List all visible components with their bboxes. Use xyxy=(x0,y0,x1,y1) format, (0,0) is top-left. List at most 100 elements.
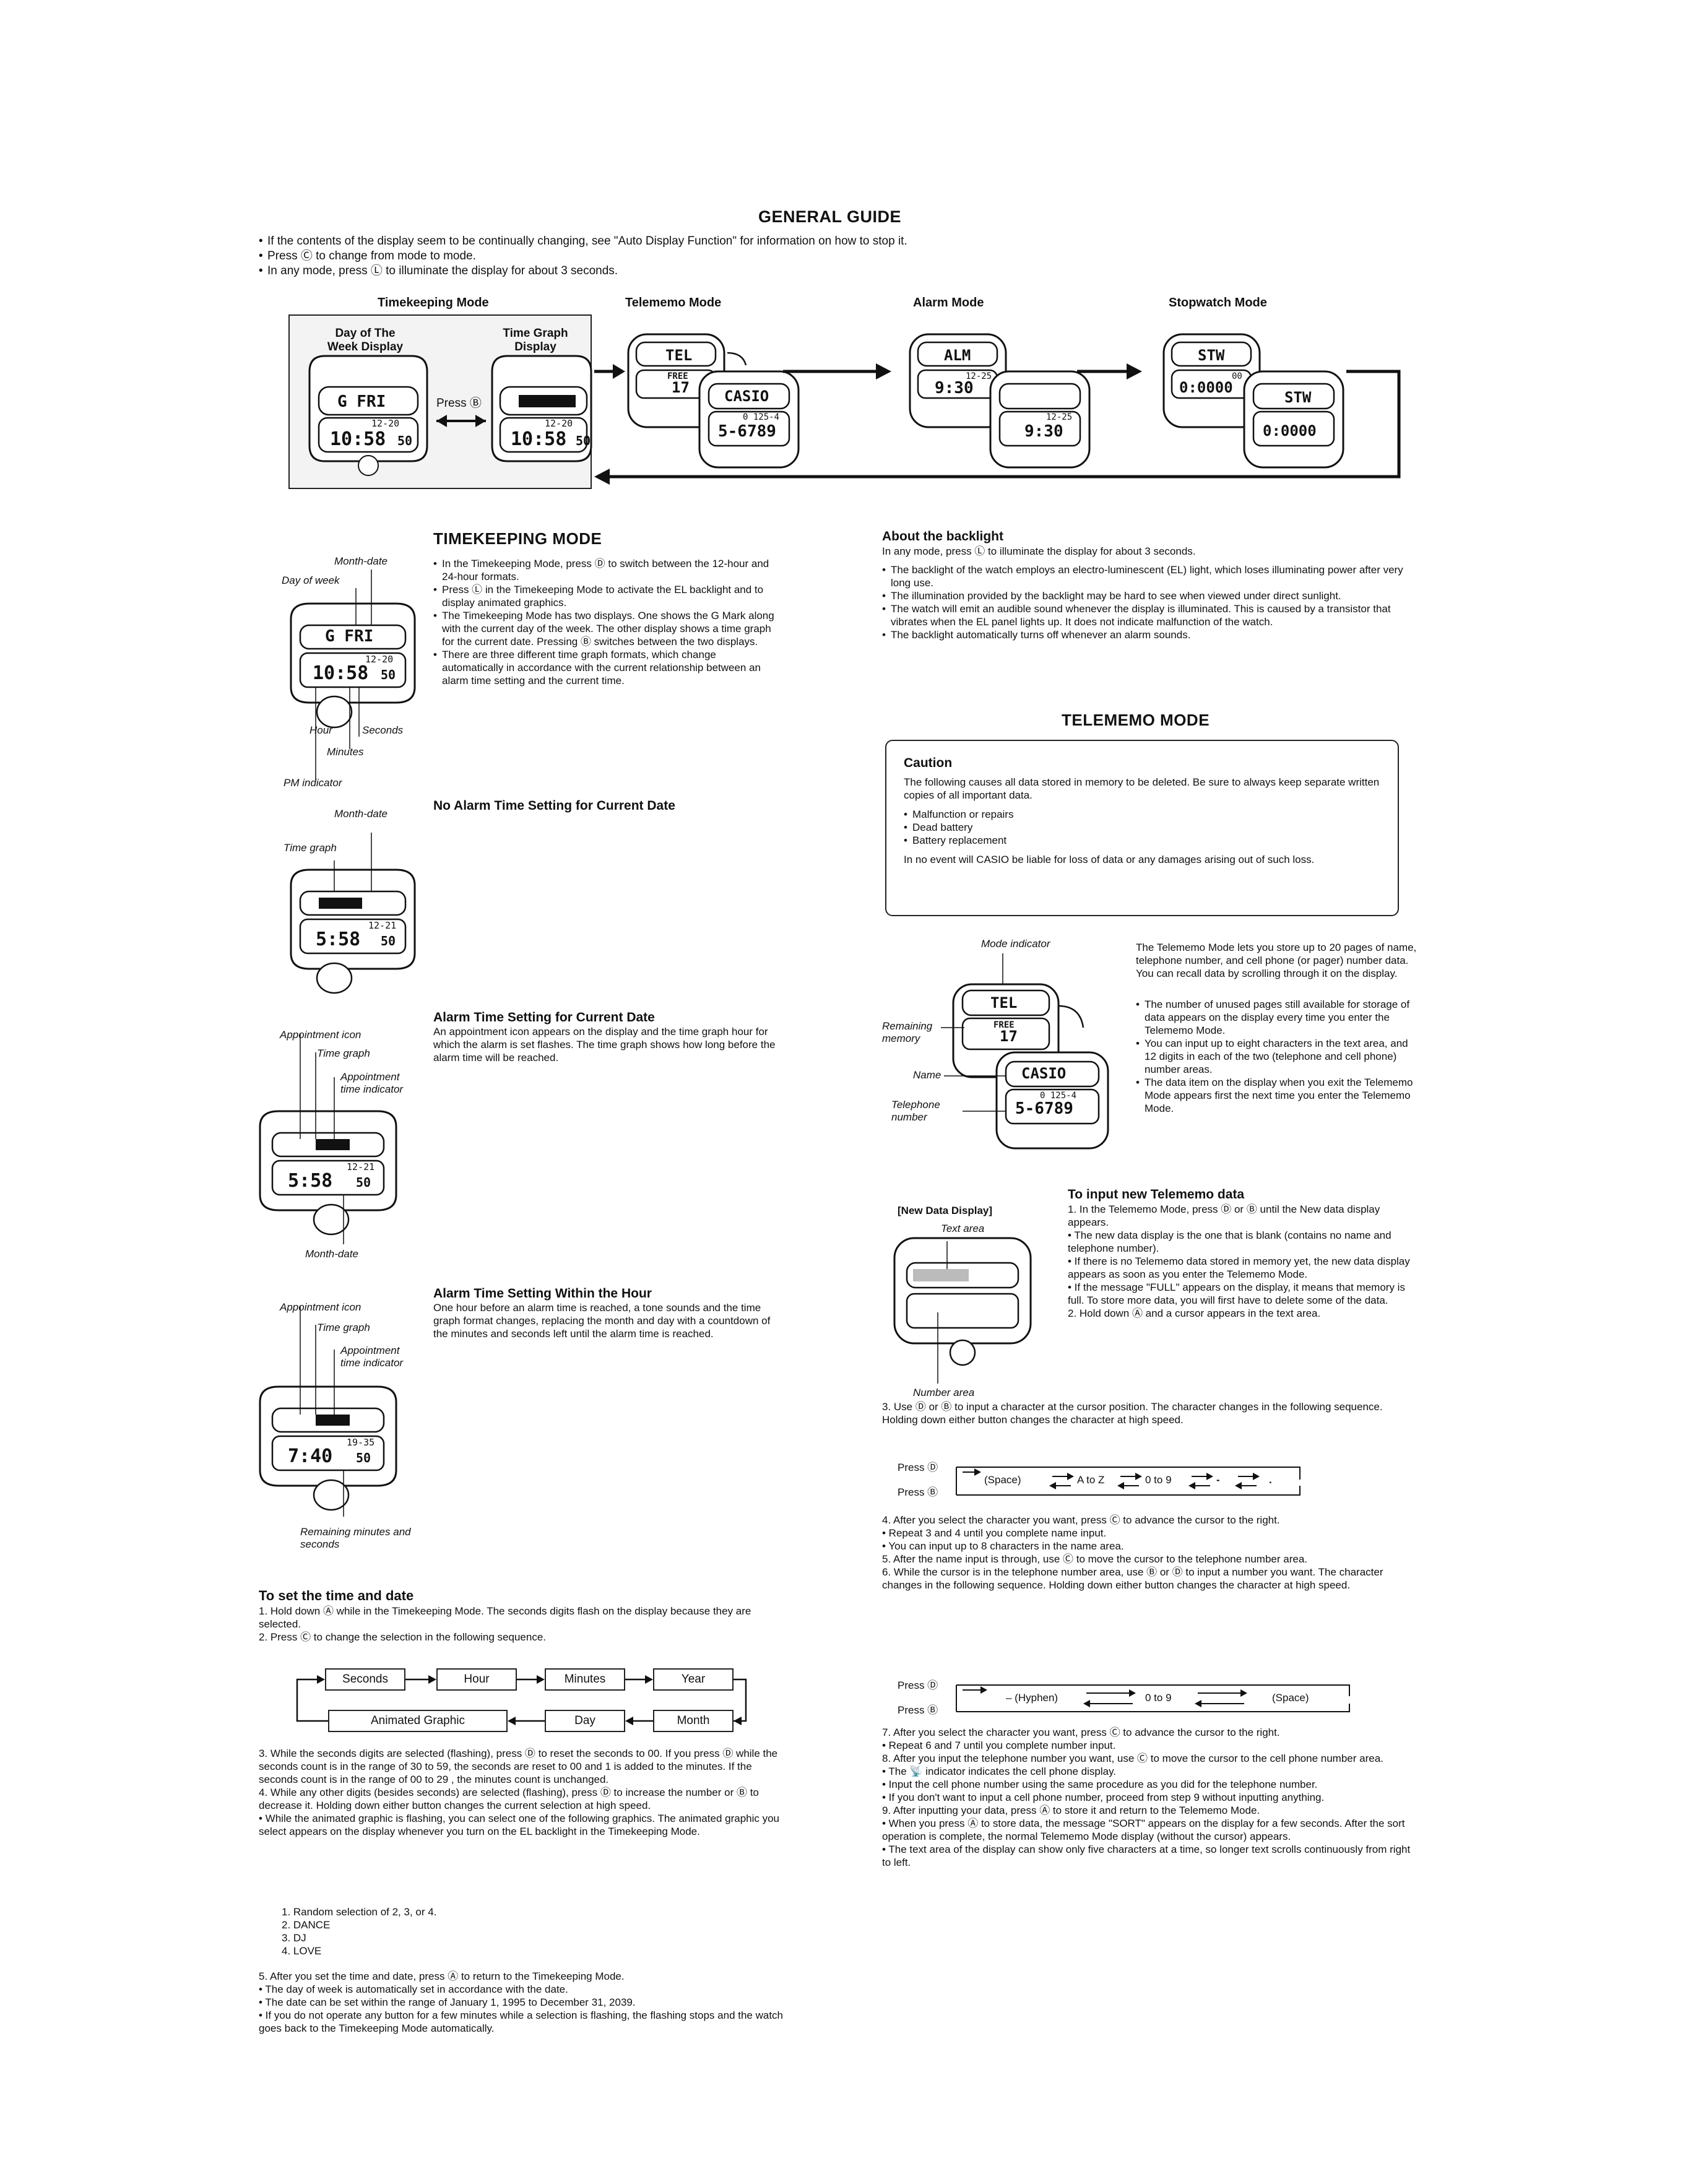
lcd-free: FREE xyxy=(993,1020,1015,1030)
list-item: If the contents of the display seem to b… xyxy=(259,234,1404,249)
seq1-0-to-9: 0 to 9 xyxy=(1145,1474,1172,1486)
caution-title: Caution xyxy=(904,756,953,770)
seq1-dot: . xyxy=(1269,1474,1272,1486)
lcd-time-2: 10:58 xyxy=(511,428,567,450)
set-time-steps-c: 5. After you set the time and date, pres… xyxy=(259,1970,791,2035)
label-day-of-week: Day of week xyxy=(282,574,340,586)
list-item: Press Ⓒ to change from mode to mode. xyxy=(259,249,1404,264)
seq-minutes: Minutes xyxy=(545,1668,625,1691)
step: 5. After the name input is through, use … xyxy=(882,1553,1308,1565)
label-appointment-time-indicator: Appointment time indicator xyxy=(340,1345,404,1369)
day-week-display-label: Day of The Week Display xyxy=(327,327,404,353)
label-appointment-icon: Appointment icon xyxy=(280,1029,361,1041)
lcd-time: 5:58 xyxy=(316,929,361,950)
lcd-tel: TEL xyxy=(990,994,1018,1012)
list-item: The Timekeeping Mode has two displays. O… xyxy=(433,609,780,648)
backlight-bullets: The backlight of the watch employs an el… xyxy=(882,563,1421,641)
timekeeping-watch-diagrams xyxy=(259,570,416,1517)
step: 1. In the Telememo Mode, press Ⓓ or Ⓑ un… xyxy=(1068,1203,1380,1228)
step: 8. After you input the telephone number … xyxy=(882,1753,1383,1764)
list-item: 2. DANCE xyxy=(282,1919,331,1931)
step: • If the message "FULL" appears on the d… xyxy=(1068,1281,1405,1306)
label-mode-indicator: Mode indicator xyxy=(981,938,1050,950)
press-b-label: Press Ⓑ xyxy=(898,1486,938,1498)
watch-face-time-graph xyxy=(491,355,592,462)
step: 3. While the seconds digits are selected… xyxy=(259,1748,778,1785)
no-alarm-title: No Alarm Time Setting for Current Date xyxy=(433,799,675,813)
step: • While the animated graphic is flashing… xyxy=(259,1813,780,1837)
list-item: The watch will emit an audible sound whe… xyxy=(882,602,1421,628)
step: • The new data display is the one that i… xyxy=(1068,1229,1392,1254)
lcd-stw: STW xyxy=(1198,347,1225,364)
backlight-title: About the backlight xyxy=(882,529,1003,544)
sequence-arrows xyxy=(296,1675,747,1725)
seq-year: Year xyxy=(653,1668,734,1691)
label-appointment-time-indicator: Appointment time indicator xyxy=(340,1071,404,1095)
seq-day: Day xyxy=(545,1710,625,1732)
lcd-date: 12-20 xyxy=(365,654,394,665)
step: 2. Hold down Ⓐ and a cursor appears in t… xyxy=(1068,1307,1321,1319)
label-name: Name xyxy=(913,1069,941,1081)
step: • The date can be set within the range o… xyxy=(259,1996,636,2008)
lcd-number-big: 5-6789 xyxy=(1015,1099,1073,1118)
press-b-label-2: Press Ⓑ xyxy=(898,1704,938,1716)
lcd-date: 19-35 xyxy=(347,1437,375,1448)
label-seconds: Seconds xyxy=(362,724,404,736)
list-item: In any mode, press Ⓛ to illuminate the d… xyxy=(259,264,1404,279)
general-guide-bullets: If the contents of the display seem to b… xyxy=(259,234,1404,279)
list-item: The backlight of the watch employs an el… xyxy=(882,563,1421,589)
alarm-current-title: Alarm Time Setting for Current Date xyxy=(433,1010,655,1025)
caution-text: The following causes all data stored in … xyxy=(904,776,1380,801)
step: • If you do not operate any button for a… xyxy=(259,2009,784,2034)
list-item: Battery replacement xyxy=(904,834,1380,847)
step: • The day of week is automatically set i… xyxy=(259,1983,568,1995)
press-b-label: Press Ⓑ xyxy=(436,397,482,410)
input-steps-mid: 4. After you select the character you wa… xyxy=(882,1514,1421,1592)
lcd-stw-time: 0:0000 xyxy=(1179,379,1233,396)
watch-face-day-week xyxy=(308,355,428,476)
step: 6. While the cursor is in the telephone … xyxy=(882,1566,1383,1591)
seq1-a-to-z: A to Z xyxy=(1077,1474,1105,1486)
mode-heading-stopwatch: Stopwatch Mode xyxy=(1169,296,1267,310)
watch-face-telememo xyxy=(627,333,800,469)
seq2-0-to-9: 0 to 9 xyxy=(1145,1692,1172,1704)
seq-hour: Hour xyxy=(436,1668,517,1691)
telememo-title: TELEMEMO MODE xyxy=(1062,711,1210,729)
input-steps-end: 7. After you select the character you wa… xyxy=(882,1726,1421,1869)
watch-face-alarm xyxy=(909,333,1091,469)
lcd-stw-2: STW xyxy=(1284,389,1312,406)
seq2-space: (Space) xyxy=(1272,1692,1309,1704)
telememo-bullets: The number of unused pages still availab… xyxy=(1136,998,1417,1115)
mode-heading-telememo: Telememo Mode xyxy=(625,296,722,310)
step: 1. Hold down Ⓐ while in the Timekeeping … xyxy=(259,1605,751,1630)
step: • You can input up to 8 characters in th… xyxy=(882,1540,1124,1552)
list-item: 3. DJ xyxy=(282,1932,306,1944)
label-remaining-memory: Remaining memory xyxy=(882,1020,933,1044)
label-appointment-icon: Appointment icon xyxy=(280,1301,361,1313)
lcd-date-2: 12-20 xyxy=(545,418,573,429)
backlight-intro: In any mode, press Ⓛ to illuminate the d… xyxy=(882,545,1196,557)
timekeeping-title: TIMEKEEPING MODE xyxy=(433,529,602,548)
lcd-seconds: 50 xyxy=(397,433,413,448)
timekeeping-bullets: In the Timekeeping Mode, press Ⓓ to swit… xyxy=(433,557,780,687)
lcd-alm-time: 9:30 xyxy=(935,379,974,397)
caution-footer: In no event will CASIO be liable for los… xyxy=(904,854,1315,865)
time-graph-display-label: Time Graph Display xyxy=(503,327,568,353)
label-remaining-minutes: Remaining minutes and seconds xyxy=(300,1526,411,1550)
input-step-3: 3. Use Ⓓ or Ⓑ to input a character at th… xyxy=(882,1401,1383,1426)
mode-heading-alarm: Alarm Mode xyxy=(913,296,984,310)
lcd-date: 12-21 xyxy=(347,1161,375,1172)
step: • Repeat 3 and 4 until you complete name… xyxy=(882,1527,1107,1539)
step: 4. After you select the character you wa… xyxy=(882,1514,1280,1526)
lcd-casio: CASIO xyxy=(724,388,769,405)
alarm-current-text: An appointment icon appears on the displ… xyxy=(433,1026,776,1064)
seq1-space: (Space) xyxy=(984,1474,1021,1486)
label-month-date: Month-date xyxy=(305,1248,358,1260)
lcd-free: FREE xyxy=(667,371,688,381)
mode-heading-timekeeping: Timekeeping Mode xyxy=(378,296,489,310)
label-month-date: Month-date xyxy=(334,808,387,820)
label-month-date: Month-date xyxy=(334,555,387,567)
lcd-number-small: 0 125-4 xyxy=(1040,1091,1077,1101)
